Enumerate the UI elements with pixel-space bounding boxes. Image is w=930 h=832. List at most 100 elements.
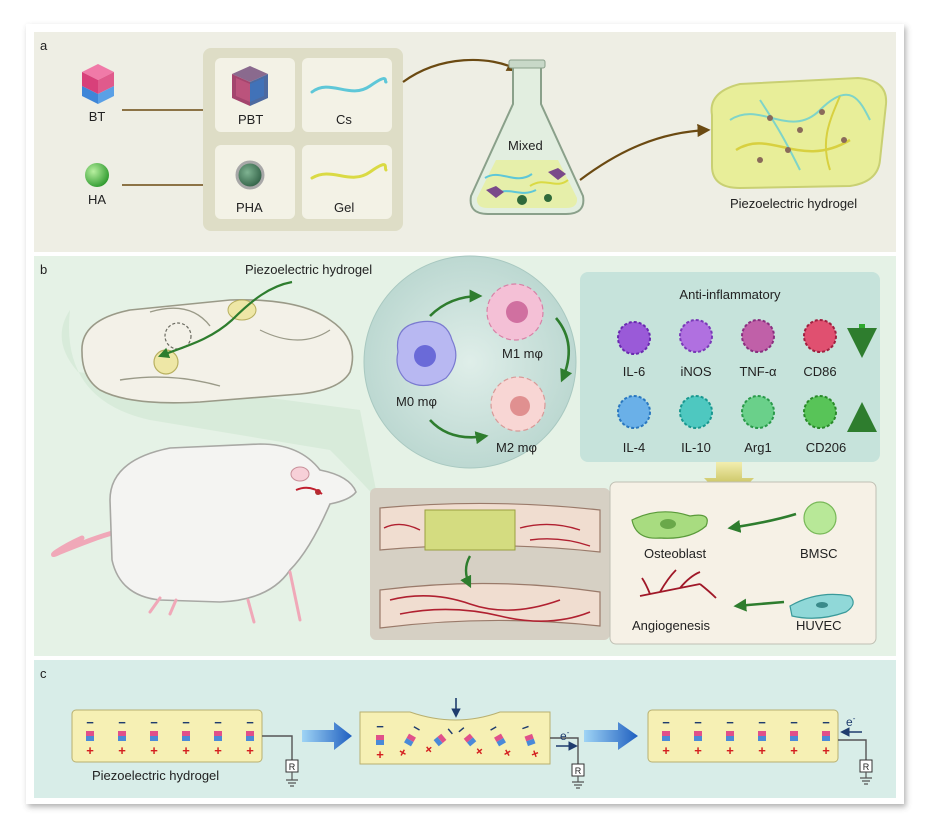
marker-down-label-3: CD86 xyxy=(803,364,836,379)
m1-cell-icon xyxy=(486,283,544,341)
wire-left xyxy=(262,735,293,760)
negative-charge-icon: − xyxy=(376,719,384,734)
bone-tissue-icon xyxy=(379,502,601,629)
angiogenesis-label: Angiogenesis xyxy=(632,618,711,633)
hydrogel-slab-resting xyxy=(71,709,263,763)
ha-sphere-icon xyxy=(85,163,109,187)
dipole-row-resting: −+−+−+−+−+−+ xyxy=(86,715,254,758)
negative-charge-icon: − xyxy=(246,715,254,730)
huvec-to-vessel-arrow xyxy=(733,598,785,612)
marker-blob-il4 xyxy=(617,395,651,429)
marker-blob-il6 xyxy=(617,321,651,355)
cs-fiber-icon xyxy=(310,77,388,94)
m1-to-m2-arrow xyxy=(555,317,573,383)
dipole-row-released: −+−+−+−+−+−+ xyxy=(662,715,830,758)
positive-charge-icon: + xyxy=(694,743,702,758)
negative-charge-icon: − xyxy=(214,715,222,730)
negative-charge-icon: − xyxy=(662,715,670,730)
gel-label: Gel xyxy=(334,200,354,215)
positive-charge-icon: + xyxy=(246,743,254,758)
resistor-right-label: R xyxy=(863,762,870,772)
flask-icon xyxy=(469,59,585,215)
dipole-icon: −+ xyxy=(118,715,126,758)
dipole-icon: −+ xyxy=(246,715,254,758)
hydrogel-slab-released xyxy=(647,709,839,763)
ha-label: HA xyxy=(88,192,106,207)
mixed-label: Mixed xyxy=(508,138,543,153)
blood-vessel-icon xyxy=(639,569,717,599)
m2-cell-icon xyxy=(490,376,546,432)
gel-tile xyxy=(302,145,392,219)
panel-a: a BT HA PBT Cs xyxy=(34,32,896,252)
dipole-icon: −+ xyxy=(790,715,798,758)
zoom-connector xyxy=(61,310,379,500)
huvec-cell-icon xyxy=(789,593,854,619)
marker-up-label-0: IL-4 xyxy=(623,440,645,455)
bmsc-to-osteoblast-arrow xyxy=(727,512,797,533)
bt-label: BT xyxy=(89,109,106,124)
bmsc-cell-icon xyxy=(803,501,837,535)
positive-charge-icon: + xyxy=(790,743,798,758)
marker-blob-il10 xyxy=(679,395,713,429)
positive-charge-icon: + xyxy=(662,743,670,758)
huvec-label: HUVEC xyxy=(796,618,842,633)
m2-label: M2 mφ xyxy=(496,440,537,455)
marker-down-label-1: iNOS xyxy=(680,364,711,379)
marker-blob-cd86 xyxy=(803,319,837,353)
positive-charge-icon: + xyxy=(822,743,830,758)
gel-fiber-icon xyxy=(310,163,388,180)
dipole-icon: −+ xyxy=(726,715,734,758)
negative-charge-icon: − xyxy=(86,715,94,730)
panel-a-letter: a xyxy=(40,38,48,53)
m0-label: M0 mφ xyxy=(396,394,437,409)
ground-right-icon xyxy=(860,772,872,785)
state-arrow-2 xyxy=(584,722,638,750)
resistor-left-label: R xyxy=(289,762,296,772)
positive-charge-icon: + xyxy=(758,743,766,758)
positive-charge-icon: + xyxy=(182,743,190,758)
marker-down-label-2: TNF-α xyxy=(739,364,777,379)
marker-blob-inos xyxy=(679,319,713,353)
ground-left-icon xyxy=(286,772,298,787)
wire-middle xyxy=(550,737,579,764)
marker-blob-arg1 xyxy=(741,395,775,429)
electron-label-right: e- xyxy=(846,714,856,729)
panel-b: b Piezoelectric hydrogel xyxy=(34,255,896,656)
pha-label: PHA xyxy=(236,200,263,215)
panel-c-letter: c xyxy=(40,666,47,681)
cs-label: Cs xyxy=(336,112,352,127)
pha-sphere-icon xyxy=(235,160,265,190)
rat-icon xyxy=(51,443,357,624)
pbt-label: PBT xyxy=(238,112,263,127)
marker-up-label-3: CD206 xyxy=(806,440,846,455)
positive-charge-icon: + xyxy=(150,743,158,758)
electron-label-middle: e- xyxy=(560,728,570,743)
dipole-icon: −+ xyxy=(150,715,158,758)
negative-charge-icon: − xyxy=(118,715,126,730)
pbt-cube-icon xyxy=(232,66,268,106)
negative-charge-icon: − xyxy=(694,715,702,730)
anti-inflammatory-title: Anti-inflammatory xyxy=(679,287,781,302)
wire-right xyxy=(838,739,867,760)
marker-up-label-1: IL-10 xyxy=(681,440,711,455)
m0-cell-icon xyxy=(396,320,457,387)
positive-charge-icon: + xyxy=(726,743,734,758)
m0-to-m2-arrow xyxy=(429,419,489,445)
dipole-icon: −+ xyxy=(182,715,190,758)
panel-b-letter: b xyxy=(40,262,47,277)
m0-to-m1-arrow xyxy=(429,289,483,317)
marker-blob-cd206 xyxy=(803,395,837,429)
hydrogel-label-b: Piezoelectric hydrogel xyxy=(245,262,372,277)
positive-charge-icon: + xyxy=(214,743,222,758)
negative-charge-icon: − xyxy=(182,715,190,730)
hydrogel-implant-arrow xyxy=(157,280,293,358)
dipole-icon: −+ xyxy=(822,715,830,758)
negative-charge-icon: − xyxy=(758,715,766,730)
negative-charge-icon: − xyxy=(790,715,798,730)
positive-charge-icon: + xyxy=(376,747,384,762)
marker-up-label-2: Arg1 xyxy=(744,440,771,455)
negative-charge-icon: − xyxy=(726,715,734,730)
dipole-icon: −+ xyxy=(694,715,702,758)
dipole-icon: −+ xyxy=(86,715,94,758)
